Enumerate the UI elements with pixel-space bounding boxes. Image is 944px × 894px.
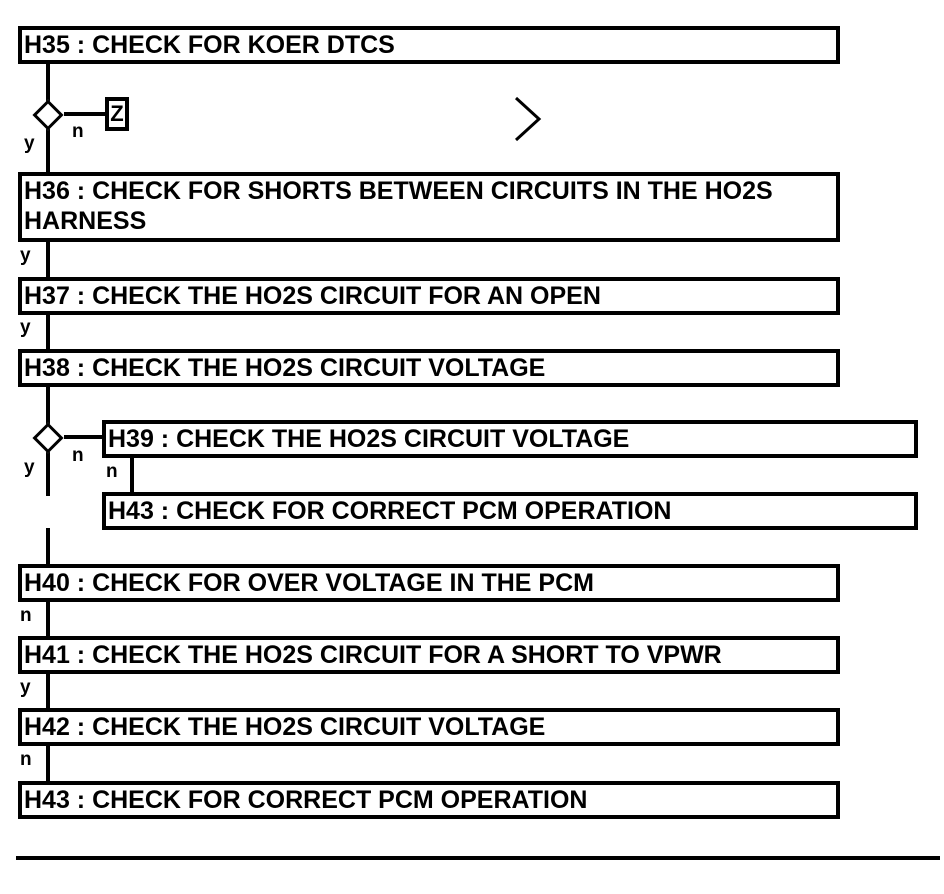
label-d2-no: n — [72, 445, 84, 466]
decision-diamond-1 — [32, 99, 64, 131]
label-h41-yes: y — [20, 677, 31, 698]
bottom-divider — [16, 856, 940, 860]
z-box: Z — [105, 97, 129, 131]
connector-d1-to-z — [64, 112, 108, 116]
step-h35: H35 : CHECK FOR KOER DTCS — [18, 26, 840, 64]
step-h41: H41 : CHECK THE HO2S CIRCUIT FOR A SHORT… — [18, 636, 840, 674]
label-d2-yes: y — [24, 457, 35, 478]
connector-to-h40 — [46, 528, 50, 568]
connector-h36-to-h37 — [46, 238, 50, 280]
connector-h41-to-h42 — [46, 670, 50, 712]
connector-h42-to-h43 — [46, 742, 50, 784]
step-h43-branch: H43 : CHECK FOR CORRECT PCM OPERATION — [102, 492, 918, 530]
step-h43: H43 : CHECK FOR CORRECT PCM OPERATION — [18, 781, 840, 819]
connector-h39-to-h43-branch — [130, 454, 134, 496]
step-h36: H36 : CHECK FOR SHORTS BETWEEN CIRCUITS … — [18, 172, 840, 242]
step-h39: H39 : CHECK THE HO2S CIRCUIT VOLTAGE — [102, 420, 918, 458]
connector-h40-to-h41 — [46, 598, 50, 640]
step-h37: H37 : CHECK THE HO2S CIRCUIT FOR AN OPEN — [18, 277, 840, 315]
label-h40-no: n — [20, 605, 32, 626]
label-d1-yes: y — [24, 133, 35, 154]
decision-diamond-2 — [32, 422, 64, 454]
label-h39-no: n — [106, 461, 118, 482]
connector-h37-to-h38 — [46, 311, 50, 353]
label-d1-no: n — [72, 121, 84, 142]
chevron-right-icon — [514, 96, 542, 142]
step-h40: H40 : CHECK FOR OVER VOLTAGE IN THE PCM — [18, 564, 840, 602]
label-h42-no: n — [20, 749, 32, 770]
label-h36-yes: y — [20, 245, 31, 266]
step-h38: H38 : CHECK THE HO2S CIRCUIT VOLTAGE — [18, 349, 840, 387]
label-h37-yes: y — [20, 317, 31, 338]
connector-d2-to-h39 — [64, 435, 106, 439]
step-h42: H42 : CHECK THE HO2S CIRCUIT VOLTAGE — [18, 708, 840, 746]
